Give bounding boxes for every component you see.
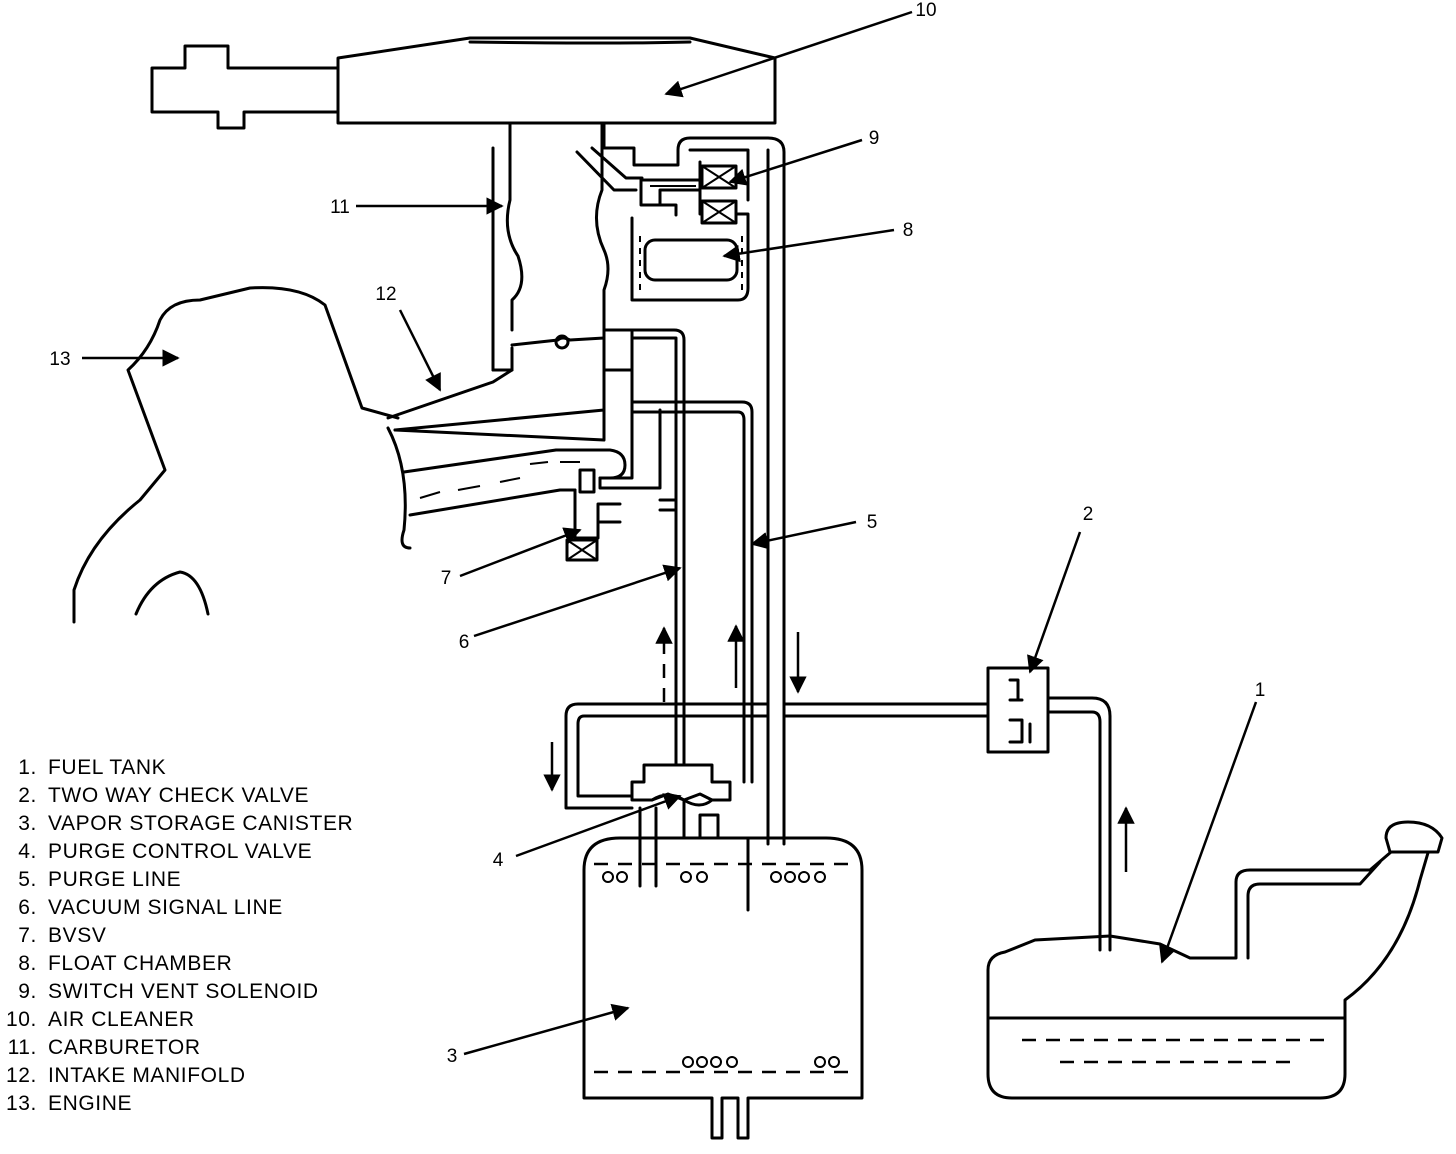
legend-text: ENGINE [48,1092,132,1115]
callout-11: 11 [330,197,350,218]
legend-text: FLOAT CHAMBER [48,952,232,975]
legend-text: PURGE CONTROL VALVE [48,840,312,863]
callout-8: 8 [903,220,914,241]
callout-1: 1 [1255,680,1266,701]
legend-text: VACUUM SIGNAL LINE [48,896,283,919]
legend-num: 13. [6,1092,37,1115]
legend-num: 2. [18,784,37,807]
callout-2: 2 [1083,504,1094,525]
legend-num: 8. [18,952,37,975]
legend-num: 4. [18,840,37,863]
vacuum-signal-line [602,328,686,784]
callout-pointers [82,10,1258,1056]
callout-9: 9 [869,128,880,149]
legend-num: 9. [18,980,37,1003]
legend-num: 7. [18,924,37,947]
air-cleaner [150,36,777,130]
legend-num: 3. [18,812,37,835]
legend-text: INTAKE MANIFOLD [48,1064,246,1087]
legend-num: 6. [18,896,37,919]
legend: 1. FUEL TANK 2. TWO WAY CHECK VALVE 3. V… [6,756,353,1115]
fuel-tank [986,820,1444,1100]
carburetor [491,121,786,846]
callout-labels: 1 2 3 4 5 6 7 8 9 10 11 12 13 [49,0,1265,1067]
vapor-storage-canister [582,836,864,1140]
flow-arrows [543,624,1135,872]
legend-num: 11. [8,1036,37,1059]
callout-7: 7 [441,568,452,589]
intake-manifold [386,368,662,550]
legend-text: VAPOR STORAGE CANISTER [48,812,353,835]
legend-text: SWITCH VENT SOLENOID [48,980,319,1003]
callout-13: 13 [49,349,70,370]
engine [72,286,400,624]
vapor-line [564,696,1112,952]
legend-text: CARBURETOR [48,1036,201,1059]
callout-4: 4 [493,850,504,871]
legend-text: FUEL TANK [48,756,166,779]
legend-text: AIR CLEANER [48,1008,195,1031]
bvsv [565,468,622,562]
legend-text: BVSV [48,924,106,947]
callout-5: 5 [867,512,878,533]
legend-text: PURGE LINE [48,868,181,891]
callout-6: 6 [459,632,470,653]
legend-num: 5. [18,868,37,891]
callout-10: 10 [915,0,936,21]
purge-line [630,400,754,784]
legend-num: 1. [18,756,37,779]
legend-num: 10. [6,1008,37,1031]
callout-12: 12 [375,284,396,305]
two-way-check-valve [986,666,1050,754]
callout-3: 3 [447,1046,458,1067]
legend-num: 12. [6,1064,37,1087]
legend-text: TWO WAY CHECK VALVE [48,784,309,807]
